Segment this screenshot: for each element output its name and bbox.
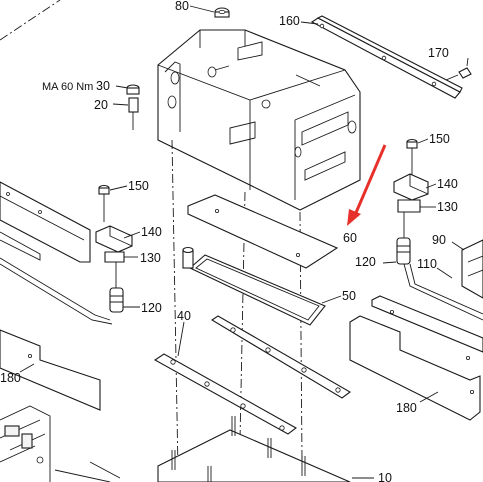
callout-80: 80 bbox=[175, 0, 189, 13]
callout-torque-note: MA 60 Nm bbox=[42, 81, 93, 93]
part-80-nut bbox=[214, 7, 230, 18]
leader-150-right bbox=[417, 138, 429, 144]
part-170-screw bbox=[445, 67, 472, 81]
part-180-left bbox=[0, 329, 101, 411]
leader-110 bbox=[436, 267, 453, 279]
callout-110: 110 bbox=[417, 257, 437, 271]
left-rail bbox=[0, 181, 91, 263]
part-90-rail bbox=[461, 239, 483, 299]
part-60-plate bbox=[187, 194, 339, 269]
part-180-right bbox=[349, 295, 483, 421]
part-40-strip-lower bbox=[153, 353, 298, 435]
part-130-clip-left bbox=[104, 251, 125, 263]
callout-130-left: 130 bbox=[140, 251, 161, 265]
leader-160 bbox=[300, 21, 319, 25]
leader-120-right bbox=[382, 261, 397, 264]
callout-150-left: 150 bbox=[128, 179, 149, 193]
part-110-rod bbox=[403, 263, 483, 321]
callout-90: 90 bbox=[432, 233, 446, 247]
leader-170 bbox=[466, 57, 469, 67]
part-130-clip-right bbox=[397, 199, 421, 213]
callout-60: 60 bbox=[343, 231, 357, 245]
part-30-nut bbox=[126, 84, 140, 95]
leader-30 bbox=[115, 85, 129, 89]
leader-80 bbox=[189, 5, 215, 13]
left-spring-rod bbox=[0, 257, 113, 325]
leader-180-right bbox=[419, 391, 439, 403]
part-20-stud bbox=[128, 97, 139, 130]
leader-140-right bbox=[425, 183, 437, 189]
centerline-left bbox=[171, 139, 179, 471]
leader-90 bbox=[451, 241, 465, 251]
leader-180-left bbox=[19, 363, 35, 373]
part-140-bracket-right bbox=[393, 173, 429, 201]
leader-150-left bbox=[109, 185, 128, 191]
callout-170: 170 bbox=[428, 46, 449, 60]
main-housing bbox=[157, 29, 361, 211]
part-140-bracket-left bbox=[95, 225, 133, 253]
highlight-arrow bbox=[353, 144, 387, 216]
callout-120-right: 120 bbox=[355, 255, 376, 269]
leader-40 bbox=[177, 321, 185, 357]
callout-140-left: 140 bbox=[141, 225, 162, 239]
leader-50 bbox=[321, 295, 342, 304]
callout-20: 20 bbox=[94, 98, 108, 112]
construction-line-top-left bbox=[0, 0, 61, 41]
bottom-left-assembly bbox=[0, 405, 121, 482]
part-150-bolt-left bbox=[98, 184, 110, 222]
callout-180-right: 180 bbox=[396, 401, 417, 415]
part-120-spring-left bbox=[109, 262, 124, 313]
callout-10: 10 bbox=[378, 471, 392, 482]
callout-160: 160 bbox=[279, 14, 300, 28]
part-160-bar bbox=[310, 15, 463, 99]
callout-180-left: 180 bbox=[0, 371, 21, 385]
callout-30: 30 bbox=[96, 79, 110, 93]
part-40-strip-upper bbox=[210, 315, 351, 399]
part-10-base-plate bbox=[157, 416, 351, 482]
callout-150-right: 150 bbox=[429, 132, 450, 146]
leader-20 bbox=[112, 103, 129, 106]
part-120-spring-right bbox=[396, 212, 411, 265]
callout-140-right: 140 bbox=[437, 177, 458, 191]
part-150-bolt-right bbox=[406, 138, 418, 176]
leader-140-left bbox=[123, 231, 141, 239]
callout-40: 40 bbox=[177, 309, 191, 323]
highlight-arrowhead bbox=[347, 209, 361, 226]
callout-130-right: 130 bbox=[437, 200, 458, 214]
callout-50: 50 bbox=[342, 289, 356, 303]
callout-120-left: 120 bbox=[141, 301, 162, 315]
part-50-seal bbox=[182, 246, 326, 326]
